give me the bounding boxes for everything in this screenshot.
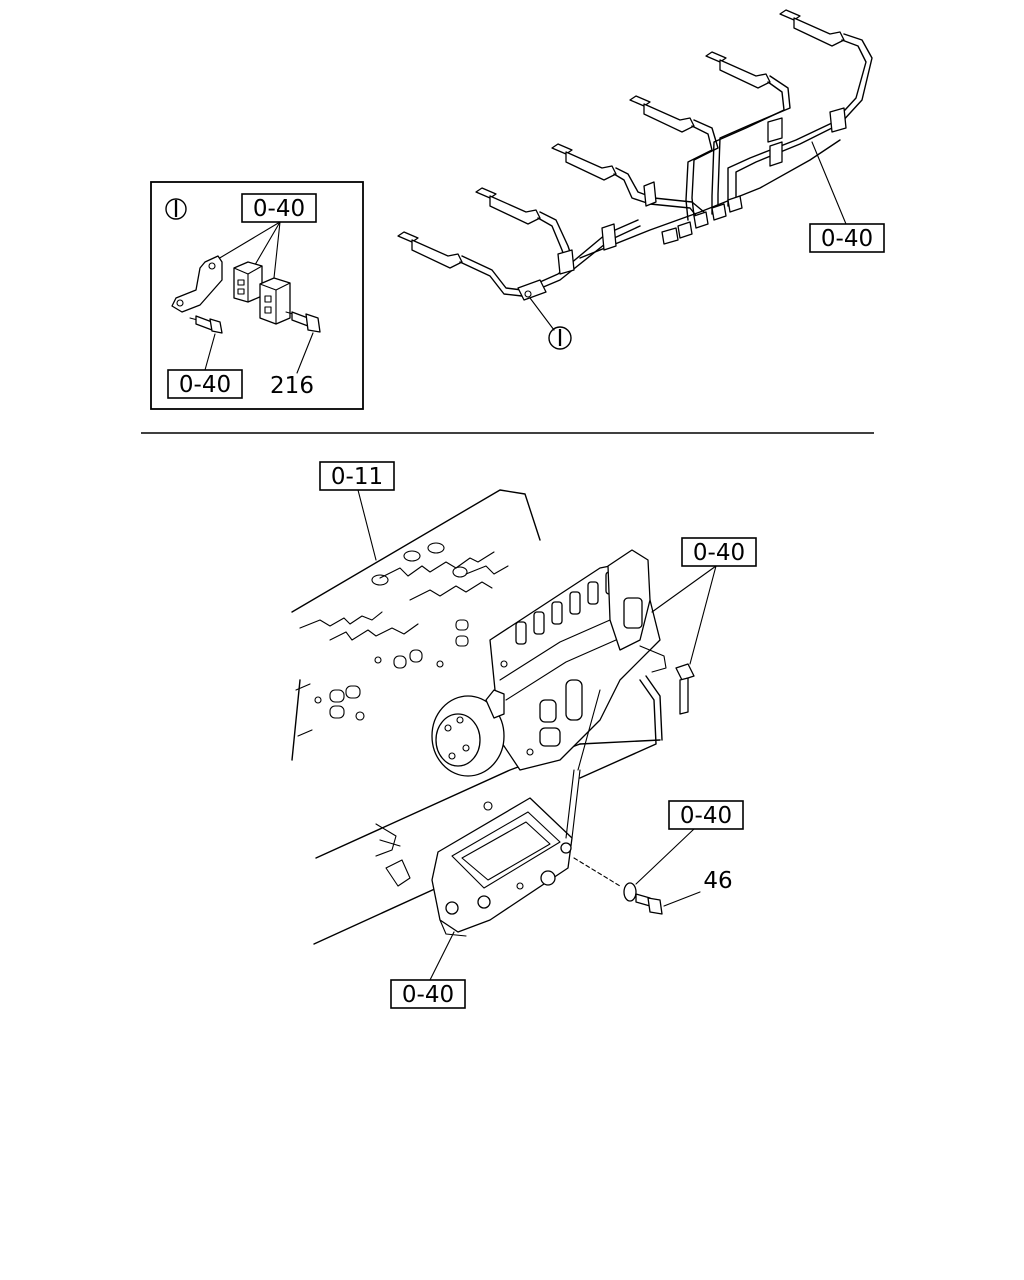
washer-callout: 0-40 xyxy=(668,800,744,830)
pipe-clip-marker-circle xyxy=(548,326,572,350)
svg-text:0-40: 0-40 xyxy=(253,196,305,222)
pipe-runs xyxy=(459,33,873,297)
pipe-clip-marker-label: I xyxy=(557,326,564,352)
clip-block-left xyxy=(233,261,263,303)
washer-axis xyxy=(573,857,621,887)
inset-bolt-leader xyxy=(204,333,216,371)
inset-bolt xyxy=(189,315,223,334)
svg-text:0-40: 0-40 xyxy=(179,372,231,398)
inset-marker-circle xyxy=(165,198,187,220)
bolt-number: 46 xyxy=(703,868,732,894)
bolt-leader xyxy=(663,891,701,907)
svg-text:0-40: 0-40 xyxy=(680,803,732,829)
inset-screw-number: 216 xyxy=(270,373,314,399)
inset-bolt-callout: 0-40 xyxy=(167,369,243,399)
washer-leader xyxy=(635,828,695,885)
block-callout: 0-11 xyxy=(319,461,395,491)
clip-block-right xyxy=(259,277,291,325)
bracket-washer xyxy=(623,882,637,902)
svg-text:0-40: 0-40 xyxy=(402,982,454,1008)
pump-leader xyxy=(651,565,717,613)
inset-panel: I 0-40 xyxy=(150,181,364,410)
pipe-nozzle-ends xyxy=(397,9,845,269)
pump-stud-leader xyxy=(689,565,717,665)
pump-bracket xyxy=(431,689,601,937)
pipe-callout: 0-40 xyxy=(809,223,885,253)
pipe-clamps xyxy=(517,107,847,301)
svg-text:0-40: 0-40 xyxy=(821,226,873,252)
inset-screw-leader xyxy=(296,332,314,374)
pipe-clip-leader xyxy=(529,297,555,331)
injection-pump xyxy=(431,549,695,779)
injection-pipe-assembly: I 0-40 xyxy=(397,9,885,352)
bracket-callout: 0-40 xyxy=(390,979,466,1009)
inset-screw xyxy=(285,311,321,333)
inset-marker-label: I xyxy=(173,197,180,223)
bracket-bolt xyxy=(635,893,663,915)
clip-bracket xyxy=(171,255,223,313)
bracket-leader xyxy=(429,931,455,981)
pipe-leader xyxy=(811,141,847,225)
inset-clip-callout: 0-40 xyxy=(241,193,317,223)
svg-text:0-40: 0-40 xyxy=(693,540,745,566)
pump-callout: 0-40 xyxy=(681,537,757,567)
block-leader xyxy=(357,489,377,561)
svg-text:0-11: 0-11 xyxy=(331,464,383,490)
